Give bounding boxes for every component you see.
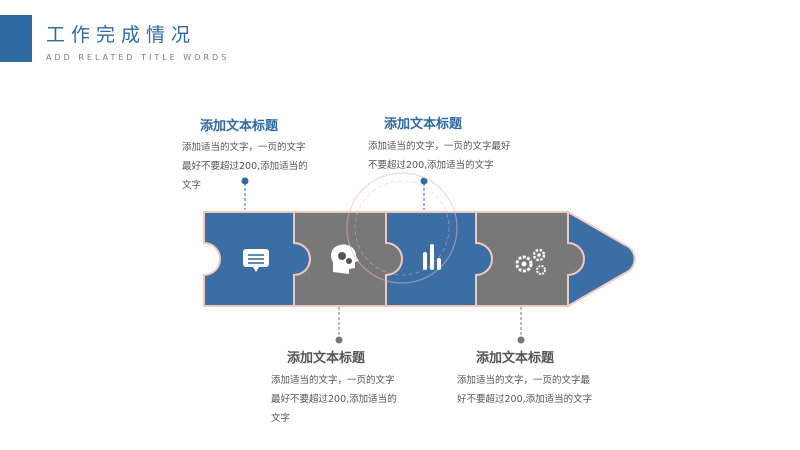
step-2-desc-line: 最好不要超过200,添加适当的 [271, 394, 397, 405]
chat-bubble-icon [243, 249, 269, 272]
page-title: 工作完成情况 [46, 24, 197, 46]
step-4-desc: 添加适当的文字，一页的文字最 好不要超过200,添加适当的文字 [457, 371, 592, 409]
step-3-desc-line: 不要超过200,添加适当的文字 [368, 160, 494, 171]
step-2-desc-line: 添加适当的文字，一页的文字 [271, 375, 395, 386]
step-1-desc-line: 文字 [182, 180, 202, 191]
step-2-desc: 添加适当的文字，一页的文字 最好不要超过200,添加适当的 文字 [271, 371, 397, 428]
step-4-desc-line: 添加适当的文字，一页的文字最 [457, 375, 591, 386]
connector-2 [335, 307, 343, 344]
step-2-title: 添加文本标题 [287, 351, 366, 366]
step-4-title: 添加文本标题 [476, 351, 555, 366]
connector-4 [517, 307, 525, 344]
watermark-stamp [346, 172, 458, 284]
step-3-title: 添加文本标题 [384, 117, 463, 132]
arrow-head [567, 210, 636, 308]
step-2-desc-line: 文字 [271, 413, 291, 424]
connector-3 [420, 177, 428, 210]
step-1-desc-line: 最好不要超过200,添加适当的 [182, 161, 308, 172]
step-1-desc-line: 添加适当的文字，一页的文字 [182, 142, 306, 153]
step-3-desc-line: 添加适当的文字，一页的文字最好 [368, 141, 511, 152]
step-1-title: 添加文本标题 [200, 119, 279, 134]
step-4-desc-line: 好不要超过200,添加适当的文字 [457, 394, 593, 405]
header-accent-block [0, 15, 32, 62]
step-3-desc: 添加适当的文字，一页的文字最好 不要超过200,添加适当的文字 [368, 137, 511, 175]
step-1-desc: 添加适当的文字，一页的文字 最好不要超过200,添加适当的 文字 [182, 138, 308, 195]
page-subtitle: ADD RELATED TITLE WORDS [46, 53, 230, 62]
gears-icon [515, 248, 546, 275]
connector-1 [241, 177, 249, 210]
